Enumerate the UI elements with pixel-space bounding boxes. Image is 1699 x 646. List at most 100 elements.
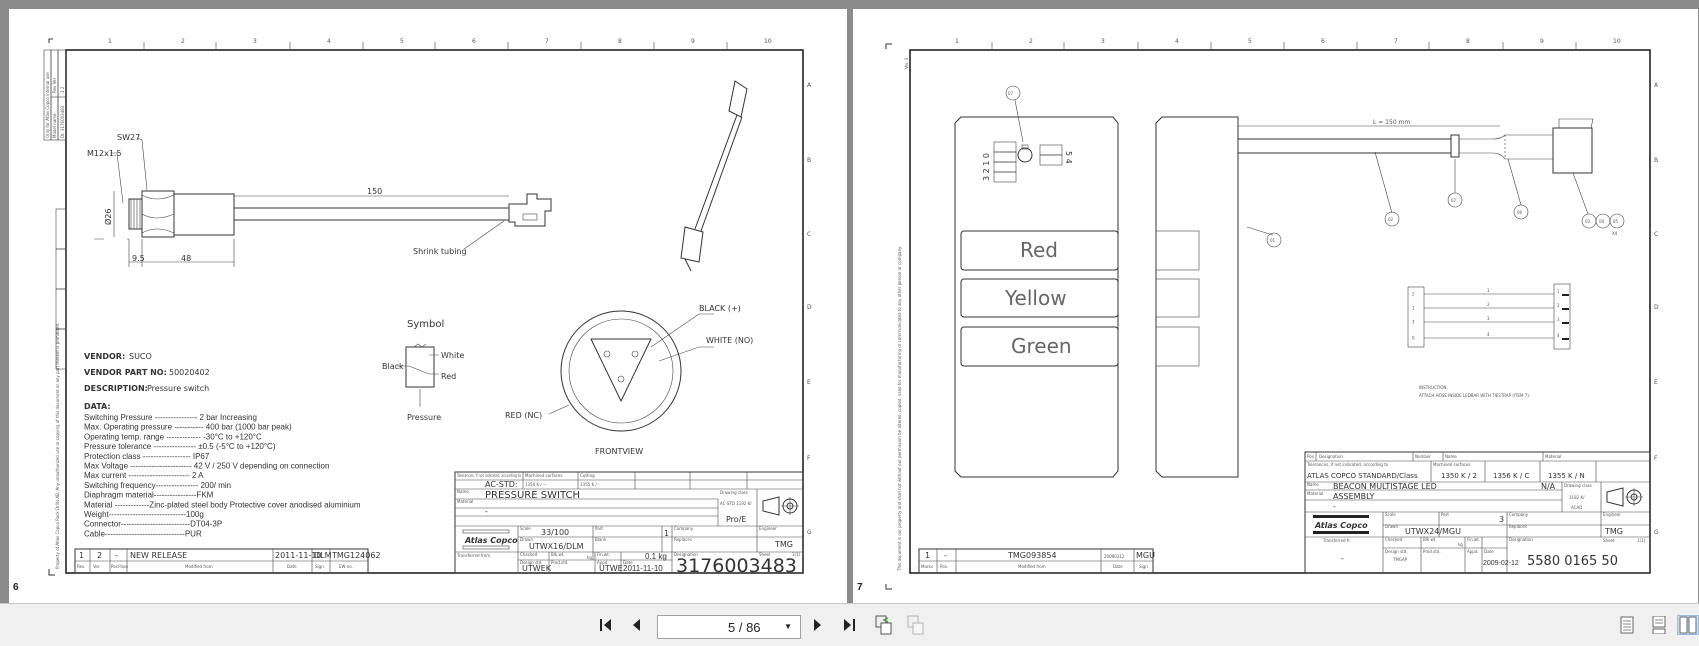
data-line: Max Voltage ----------------------- 42 V… [84, 462, 329, 471]
description-value: Pressure switch [147, 384, 209, 393]
modified-value: NEW RELEASE [130, 551, 187, 560]
balloon-07: 07 [1451, 198, 1457, 203]
machined-value: 1350 K / — [525, 482, 547, 487]
chevron-down-icon: ▼ [784, 622, 792, 631]
transferred-label: Transferred fr. [1322, 538, 1351, 543]
modified-header: Modified from [185, 564, 213, 569]
title-block: Tolerances, if not indicated, according … [454, 471, 804, 577]
back-view-icon [875, 615, 892, 635]
modified-header: Modified from [1018, 564, 1046, 569]
row-letter: C [807, 231, 811, 238]
single-page-view-button[interactable] [1618, 616, 1636, 634]
continuous-view-button[interactable] [1650, 616, 1668, 634]
side-table: Only for Atlas Copco internal use Model … [43, 49, 67, 569]
designation-label: Designation [1509, 537, 1533, 542]
material-value: - [485, 507, 488, 516]
next-page-button[interactable] [810, 616, 826, 634]
logo-text: Atlas Copco [464, 536, 518, 545]
column-number: 10 [764, 38, 772, 45]
column-number: 6 [1321, 38, 1325, 45]
property-notice: This document is our property and shall … [897, 246, 902, 572]
ver-value: 2 [97, 551, 102, 560]
row-letter: D [1654, 304, 1659, 311]
sign-value: DLM [314, 551, 332, 560]
two-page-view-button[interactable] [1677, 615, 1699, 635]
label-sw27: SW27 [117, 133, 140, 142]
previous-page-icon [633, 619, 640, 631]
title-block: Pos. Designation Number Name Material To… [1304, 451, 1651, 574]
data-line: Weight-----------------------------100g [84, 510, 204, 519]
drawn-label: Drawn [1385, 524, 1398, 529]
column-number: 7 [545, 38, 549, 45]
right-pin: 3 [1557, 317, 1560, 322]
document-number: 5580 0165 50 [1527, 554, 1618, 569]
row-letter: F [807, 455, 811, 462]
tolerance-std: ATLAS COPCO STANDARD/Class [1307, 472, 1418, 480]
drawing-class-value: 1182 K/ [1569, 495, 1585, 500]
connector-x4: X4 [1612, 231, 1618, 236]
side-table-text: Only for Atlas Copco internal use [45, 72, 50, 138]
name-col-label: Name [1445, 454, 1457, 459]
two-page-icon [1679, 616, 1697, 634]
design-std-value: UTWEK [522, 564, 552, 573]
page-number-select[interactable]: 5 / 86 ▼ [657, 615, 801, 639]
approved-label: Appd. [1467, 549, 1479, 554]
data-line: Operating temp. range ------------- -30°… [84, 432, 262, 441]
na-value: N/A [1541, 482, 1556, 491]
engineer-label: Engineer [759, 526, 777, 531]
approved-label: Appd. [597, 560, 609, 565]
previous-page-button[interactable] [628, 616, 644, 634]
pos-header: Pos. [940, 564, 948, 569]
previous-view-button[interactable] [874, 615, 894, 635]
data-line: Switching frequency---------------- 200/… [84, 481, 231, 490]
next-view-button[interactable] [906, 615, 926, 635]
page-number: 6 [13, 582, 19, 593]
row-letter: E [807, 379, 811, 386]
row-letter: A [807, 82, 812, 89]
row-letter: C [1654, 231, 1658, 238]
scale-label: Scale [1385, 512, 1396, 517]
vendor-part-label: VENDOR PART NO: [84, 368, 167, 377]
projection-icon [762, 496, 799, 516]
balloon-06: 06 [1517, 210, 1523, 215]
dim-diameter: Ø26 [103, 209, 113, 225]
material-col-label: Material [1545, 454, 1561, 459]
dim-48: 48 [181, 254, 191, 263]
pos-value: - [115, 551, 118, 560]
column-number: 5 [1248, 38, 1252, 45]
design-std-label: Design std. [520, 560, 543, 565]
side-table-rev-values: 1 2 [60, 86, 65, 93]
version-label: Ver. 3 [904, 57, 909, 69]
data-line: Max. Operating pressure ----------- 400 … [84, 423, 292, 432]
pdf-navigation-toolbar: 5 / 86 ▼ [0, 603, 1699, 646]
column-number: 1 [955, 38, 959, 45]
page-number: 7 [857, 582, 863, 593]
ew-header: EW no. [339, 564, 353, 569]
drawing-class-label: Drawing class [1564, 483, 1592, 488]
blank-weight-label: Blk.wt. [551, 552, 565, 557]
sheet-value: 1(1) [1637, 538, 1646, 543]
date-value: 2011-11-10 [275, 551, 322, 560]
column-number: 6 [472, 38, 476, 45]
balloons: 02 07 06 03 04 05 01 X4 [1266, 192, 1625, 248]
column-number: 7 [1394, 38, 1398, 45]
date-label: Date [623, 560, 633, 565]
symbol-white: White [441, 351, 464, 360]
label-thread: M12x1.5 [87, 149, 122, 158]
label-shrink-tubing: Shrink tubing [413, 247, 467, 256]
symbol-pressure: Pressure [407, 413, 441, 422]
cad-system: ACAD [1571, 505, 1582, 510]
last-page-button[interactable] [840, 616, 858, 634]
balloon-07-top: 07 [1008, 91, 1014, 96]
first-page-button[interactable] [597, 616, 615, 634]
sign-header: Sign. [315, 564, 325, 569]
pos-header: Posi-tion [111, 564, 128, 569]
pin-terminal [1562, 308, 1569, 310]
balloon-02: 02 [1388, 217, 1394, 222]
symbol-title: Symbol [407, 319, 444, 330]
sensor-iso-view [680, 80, 748, 272]
replaces-label: Replaces [1509, 524, 1527, 529]
ver-header: Ver. [93, 564, 100, 569]
